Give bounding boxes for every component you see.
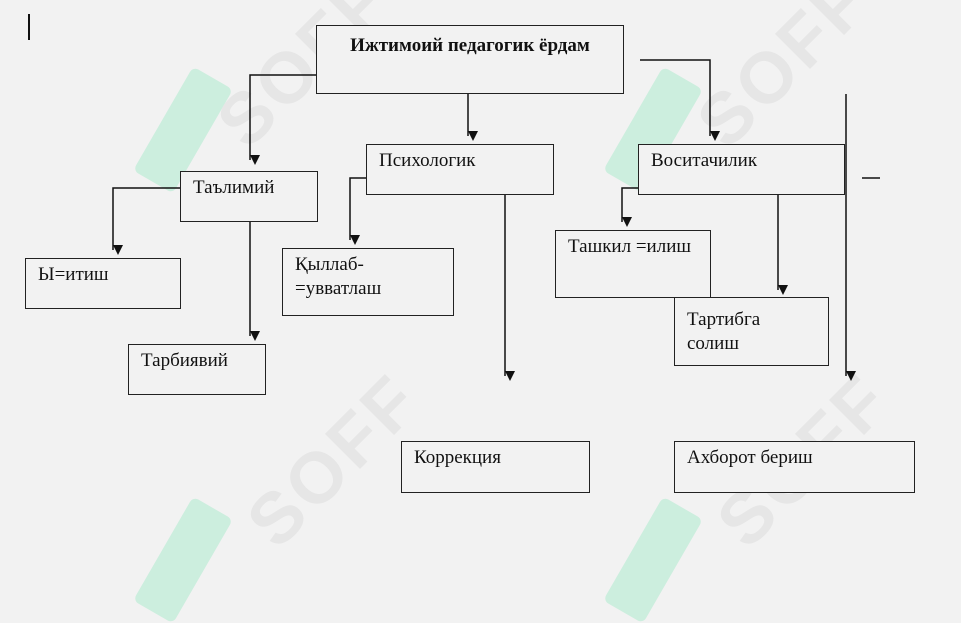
- node-psixologik: Психологик: [366, 144, 554, 195]
- node-oqitish-label: Ы=итиш: [38, 264, 109, 285]
- arrow-root-talimiy: [249, 74, 316, 165]
- node-qullab: Қыллаб- =увватлаш: [282, 248, 454, 316]
- node-tartibga: Тартибга солиш: [674, 297, 829, 366]
- node-talimiy: Таълимий: [180, 171, 318, 222]
- node-qullab-label: Қыллаб- =увватлаш: [295, 254, 382, 299]
- node-korreksiya: Коррекция: [401, 441, 590, 493]
- node-vositachilik: Воситачилик: [638, 144, 845, 195]
- node-axborot: Ахборот бериш: [674, 441, 915, 493]
- node-vositachilik-label: Воситачилик: [651, 150, 758, 171]
- node-tarbiyaviy: Тарбиявий: [128, 344, 266, 395]
- node-root-label: Ижтимоий педагогик ёрдам: [350, 35, 590, 56]
- arrow-vositachilik-tashkil: [621, 187, 638, 227]
- node-tartibga-label: Тартибга солиш: [687, 309, 761, 354]
- node-root: Ижтимоий педагогик ёрдам: [316, 25, 624, 94]
- node-korreksiya-label: Коррекция: [414, 447, 501, 468]
- node-talimiy-label: Таълимий: [193, 177, 275, 198]
- node-psixologik-label: Психологик: [379, 150, 476, 171]
- node-tarbiyaviy-label: Тарбиявий: [141, 350, 228, 371]
- arrow-talimiy-oqitish: [112, 187, 180, 255]
- arrow-root-vositachilik: [640, 59, 720, 141]
- node-tashkil-label: Ташкил =илиш: [568, 236, 691, 257]
- text-cursor: [28, 14, 30, 40]
- node-tashkil: Ташкил =илиш: [555, 230, 711, 298]
- node-axborot-label: Ахборот бериш: [687, 447, 813, 468]
- node-oqitish: Ы=итиш: [25, 258, 181, 309]
